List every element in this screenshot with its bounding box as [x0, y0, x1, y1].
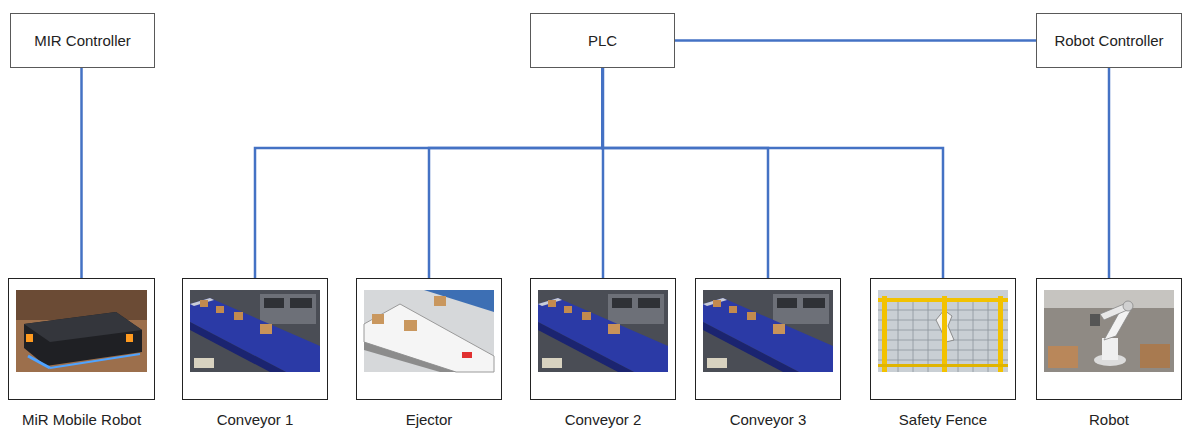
equipment-frame: Conveyor 2 [530, 278, 676, 400]
equipment-label: Conveyor 2 [565, 411, 642, 429]
network-link [429, 68, 603, 278]
network-link [255, 68, 603, 278]
equipment-frame: Conveyor 3 [695, 278, 841, 400]
controller-label: PLC [588, 32, 617, 50]
controller-label: MIR Controller [34, 32, 131, 50]
equipment-label: Robot [1089, 411, 1129, 429]
network-link [80, 68, 83, 278]
equipment-frame: MiR Mobile Robot [8, 278, 155, 400]
controller-box: Robot Controller [1036, 13, 1182, 68]
equipment-label: Safety Fence [899, 411, 987, 429]
network-link [675, 39, 1036, 42]
equipment-label: Ejector [406, 411, 453, 429]
equipment-label: Conveyor 3 [730, 411, 807, 429]
controller-label: Robot Controller [1054, 32, 1163, 50]
equipment-label: MiR Mobile Robot [22, 411, 141, 429]
equipment-frame: Robot [1036, 278, 1182, 400]
equipment-frame: Safety Fence [870, 278, 1016, 400]
equipment-label: Conveyor 1 [217, 411, 294, 429]
equipment-frame: Ejector [356, 278, 502, 400]
controller-box: MIR Controller [10, 13, 155, 68]
equipment-frame: Conveyor 1 [182, 278, 328, 400]
controller-box: PLC [530, 13, 675, 68]
network-link [1108, 68, 1111, 278]
network-link [603, 68, 944, 278]
network-link [603, 68, 769, 278]
